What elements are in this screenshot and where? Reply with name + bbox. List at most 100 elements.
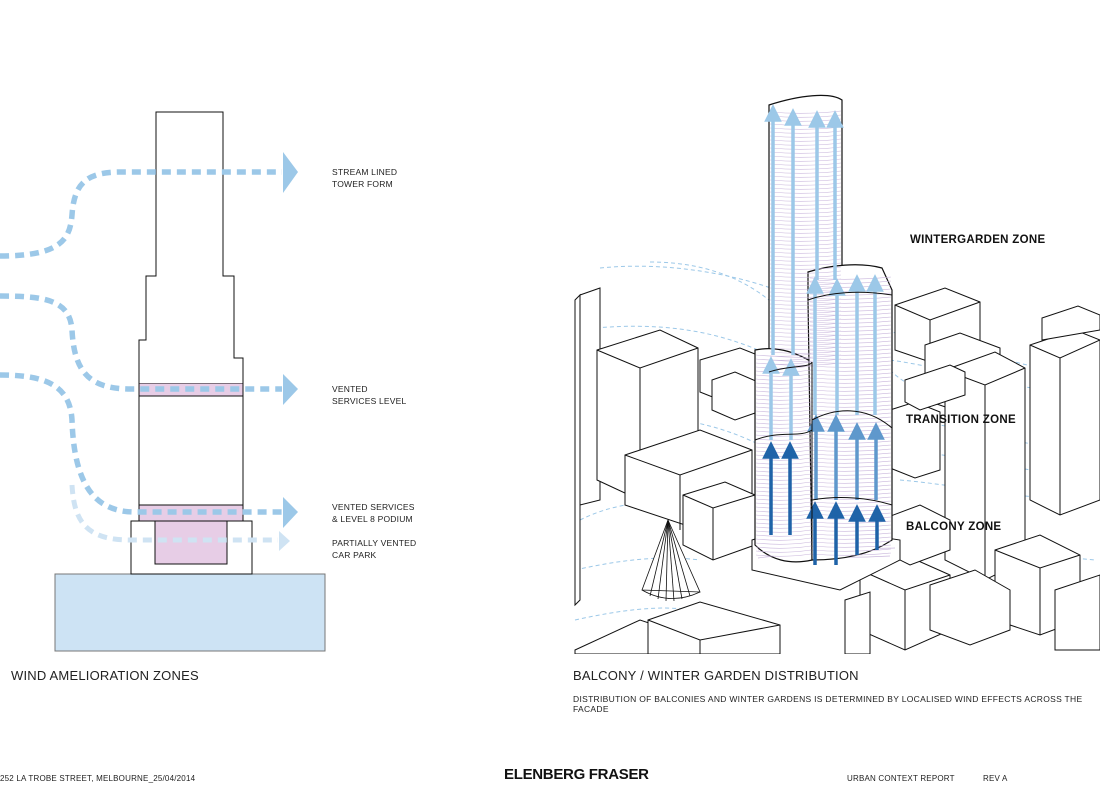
floor-line — [755, 397, 812, 401]
floor-line — [809, 340, 892, 344]
floor-line — [755, 457, 812, 461]
wintergarden-arrows — [762, 104, 884, 440]
floor-line — [809, 476, 892, 480]
transition-arrows — [807, 414, 885, 500]
floor-line — [809, 360, 892, 364]
left-caption: WIND AMELIORATION ZONES — [11, 668, 199, 683]
floor-line — [809, 328, 892, 332]
balcony-arrows — [762, 441, 886, 565]
floor-line — [809, 308, 892, 312]
context-buildings — [574, 287, 1100, 654]
floor-line — [809, 532, 892, 536]
floor-line — [769, 302, 842, 306]
floor-line — [809, 488, 892, 492]
floor-line — [769, 314, 842, 318]
floor-line — [809, 320, 892, 324]
footer-revision: REV A — [983, 774, 1008, 783]
floor-line — [809, 316, 892, 320]
floor-line — [809, 376, 892, 380]
wind-stream-light — [69, 484, 278, 543]
floor-line — [809, 392, 892, 396]
floor-line — [809, 504, 892, 508]
floor-line — [809, 496, 892, 500]
floor-line — [755, 489, 812, 493]
floor-line — [755, 529, 812, 533]
floor-line — [755, 369, 812, 373]
floor-line — [755, 429, 812, 433]
floor-line — [809, 484, 892, 488]
floor-line — [809, 468, 892, 472]
floor-line — [755, 473, 812, 477]
floor-line — [769, 338, 842, 342]
floor-line — [809, 492, 892, 496]
floor-line — [755, 405, 812, 409]
floor-line — [809, 388, 892, 392]
floor-line — [809, 324, 892, 328]
label-car-park: PARTIALLY VENTED CAR PARK — [332, 538, 417, 560]
label-tower-form: STREAM LINED TOWER FORM — [332, 167, 398, 189]
floor-line — [755, 481, 812, 485]
floor-line — [809, 440, 892, 444]
floor-line — [809, 348, 892, 352]
floor-line — [755, 493, 812, 497]
floor-line — [755, 437, 812, 441]
floor-line — [755, 477, 812, 481]
arrow-head-carpark — [279, 531, 290, 551]
floor-line — [755, 513, 812, 517]
floor-line — [755, 393, 812, 397]
floor-line — [809, 464, 892, 468]
floor-line — [809, 352, 892, 356]
floor-line — [755, 505, 812, 509]
floor-line — [809, 372, 892, 376]
floor-line — [755, 417, 812, 421]
floor-line — [809, 384, 892, 388]
floor-line — [755, 553, 812, 557]
floor-line — [769, 346, 842, 350]
label-vented-services: VENTED SERVICES LEVEL — [332, 384, 407, 406]
floor-line — [755, 433, 812, 437]
floor-line — [755, 425, 812, 429]
floor-line — [769, 318, 842, 322]
floor-line — [755, 361, 812, 365]
floor-line — [809, 364, 892, 368]
brand-logo: ELENBERG FRASER — [504, 766, 649, 783]
arrow-head-tower — [283, 152, 298, 193]
floor-line — [755, 545, 812, 549]
mid-tower — [138, 111, 244, 383]
floor-line — [769, 326, 842, 330]
floor-line — [809, 472, 892, 476]
floor-line — [755, 401, 812, 405]
floor-line — [809, 548, 892, 552]
floor-line — [755, 381, 812, 385]
floor-line — [755, 357, 812, 361]
floor-line — [809, 396, 892, 400]
floor-line — [809, 448, 892, 452]
floor-line — [755, 461, 812, 465]
arrow-head-services — [283, 374, 298, 405]
floor-line — [809, 460, 892, 464]
arrow-head-podium — [283, 497, 298, 528]
floor-line — [755, 353, 812, 357]
floor-line — [809, 404, 892, 408]
floor-line — [809, 312, 892, 316]
floor-line — [755, 385, 812, 389]
floor-line — [809, 524, 892, 528]
lower-tower — [138, 395, 244, 506]
floor-line — [755, 445, 812, 449]
floor-line — [755, 441, 812, 445]
floor-line — [769, 342, 842, 346]
floor-line — [755, 421, 812, 425]
floor-line — [809, 536, 892, 540]
floor-line — [809, 300, 892, 304]
right-caption: BALCONY / WINTER GARDEN DISTRIBUTION — [573, 668, 859, 683]
floor-line — [809, 368, 892, 372]
floor-line — [809, 552, 892, 556]
floor-line — [755, 409, 812, 413]
label-vented-podium: VENTED SERVICES & LEVEL 8 PODIUM — [332, 502, 415, 524]
floor-line — [769, 322, 842, 326]
floor-line — [755, 537, 812, 541]
floor-line — [769, 334, 842, 338]
floor-line — [809, 380, 892, 384]
